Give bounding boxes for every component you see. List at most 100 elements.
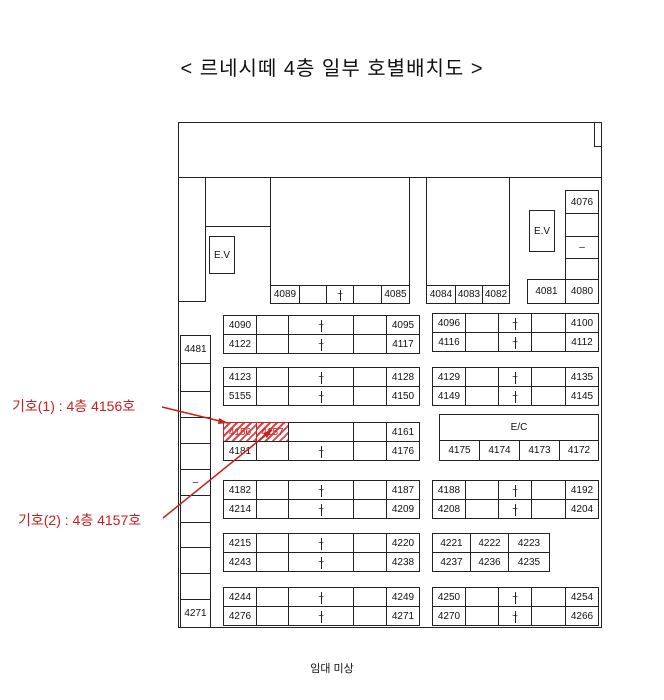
unit-cell: 4174 (479, 440, 520, 461)
unit-cell: 4173 (519, 440, 560, 461)
unit-cell (256, 334, 289, 354)
unit-cell (531, 313, 566, 333)
unit-cell (531, 367, 566, 387)
unit-cell (256, 587, 289, 607)
unit-cell: 4236 (470, 552, 509, 572)
unit-cell (465, 587, 499, 607)
unit-cell (353, 386, 387, 406)
left-column-cell: 4271 (180, 599, 211, 628)
unit-cell (465, 480, 499, 500)
unit-cell: 4082 (482, 285, 510, 304)
unit-cell: 4254 (565, 587, 599, 607)
unit-cell: 4076 (565, 190, 599, 214)
unit-cell (256, 386, 289, 406)
divider-line (321, 592, 322, 604)
top-corridor-strip (178, 122, 602, 178)
unit-cell (353, 533, 387, 553)
large-unit-b (426, 177, 510, 304)
unit-cell: 4208 (432, 499, 466, 519)
unit-cell: 4270 (432, 606, 466, 626)
unit-cell (465, 313, 499, 333)
unit-cell: ~ (498, 313, 532, 333)
unit-cell: ~ (288, 367, 354, 387)
unit-cell: 4182 (223, 480, 257, 500)
left-column-cell (180, 522, 211, 548)
unit-cell (465, 499, 499, 519)
unit-cell: 4122 (223, 334, 257, 354)
page-title: < 르네시떼 4층 일부 호별배치도 > (180, 58, 484, 80)
unit-cell: 4250 (432, 587, 466, 607)
unit-cell: 4244 (223, 587, 257, 607)
unit-cell: 4081 (527, 279, 566, 304)
unit-cell: ~ (288, 480, 354, 500)
unit-cell: ~ (288, 441, 354, 461)
large-unit-a (270, 177, 410, 304)
divider-line (321, 557, 322, 569)
unit-cell (465, 367, 499, 387)
divider-line (515, 372, 516, 384)
left-column-cell: – (180, 469, 211, 496)
unit-cell: ~ (288, 386, 354, 406)
elevator-left: E.V (209, 236, 235, 274)
unit-cell: 4204 (565, 499, 599, 519)
unit-cell: 4116 (432, 332, 466, 352)
unit-cell (256, 367, 289, 387)
unit-cell: 4095 (386, 315, 420, 335)
unit-cell (353, 480, 387, 500)
unit-cell (565, 258, 599, 280)
left-column-cell (180, 495, 211, 523)
unit-cell: 4150 (386, 386, 420, 406)
unit-cell: 4161 (386, 422, 420, 442)
unit-cell: 4129 (432, 367, 466, 387)
unit-cell: ~ (288, 315, 354, 335)
unit-cell (353, 499, 387, 519)
unit-cell: 4221 (432, 533, 471, 553)
unit-cell (531, 606, 566, 626)
unit-cell: ~ (498, 332, 532, 352)
left-column-cell: 4481 (180, 335, 211, 364)
unit-cell (256, 533, 289, 553)
unit-cell: 4145 (565, 386, 599, 406)
unit-cell (465, 386, 499, 406)
left-column-cell (180, 417, 211, 444)
unit-cell: 4276 (223, 606, 257, 626)
footer-note: 임대 미상 (310, 663, 354, 675)
unit-cell: ~ (498, 367, 532, 387)
divider-line (515, 337, 516, 349)
unit-cell (353, 441, 387, 461)
highlighted-unit-cell: 4156 (223, 422, 257, 442)
divider-line (515, 318, 516, 330)
unit-cell: 4237 (432, 552, 471, 572)
unit-cell (353, 315, 387, 335)
divider-line (321, 504, 322, 516)
divider-line (321, 339, 322, 351)
unit-cell: 4089 (270, 285, 300, 304)
unit-cell (256, 315, 289, 335)
unit-cell: 4100 (565, 313, 599, 333)
unit-cell: 4209 (386, 499, 420, 519)
left-column-cell (180, 573, 211, 600)
unit-cell (353, 587, 387, 607)
unit-cell: 4096 (432, 313, 466, 333)
unit-cell: 4176 (386, 441, 420, 461)
left-column-cell (180, 363, 211, 392)
unit-cell: 4222 (470, 533, 509, 553)
unit-cell (353, 285, 382, 304)
unit-cell: ~ (288, 552, 354, 572)
divider-line (515, 504, 516, 516)
unit-cell: 4085 (381, 285, 410, 304)
unit-cell (531, 499, 566, 519)
divider-line (321, 391, 322, 403)
divider-line (321, 538, 322, 550)
unit-cell: 4214 (223, 499, 257, 519)
left-column-cell (180, 547, 211, 574)
unit-cell (256, 499, 289, 519)
divider-line (321, 611, 322, 623)
unit-cell: 4192 (565, 480, 599, 500)
unit-cell: ~ (498, 606, 532, 626)
unit-cell (353, 552, 387, 572)
unit-cell: ~ (326, 285, 354, 304)
unit-cell: ~ (288, 533, 354, 553)
left-wall-block (178, 177, 206, 302)
unit-cell: 4117 (386, 334, 420, 354)
